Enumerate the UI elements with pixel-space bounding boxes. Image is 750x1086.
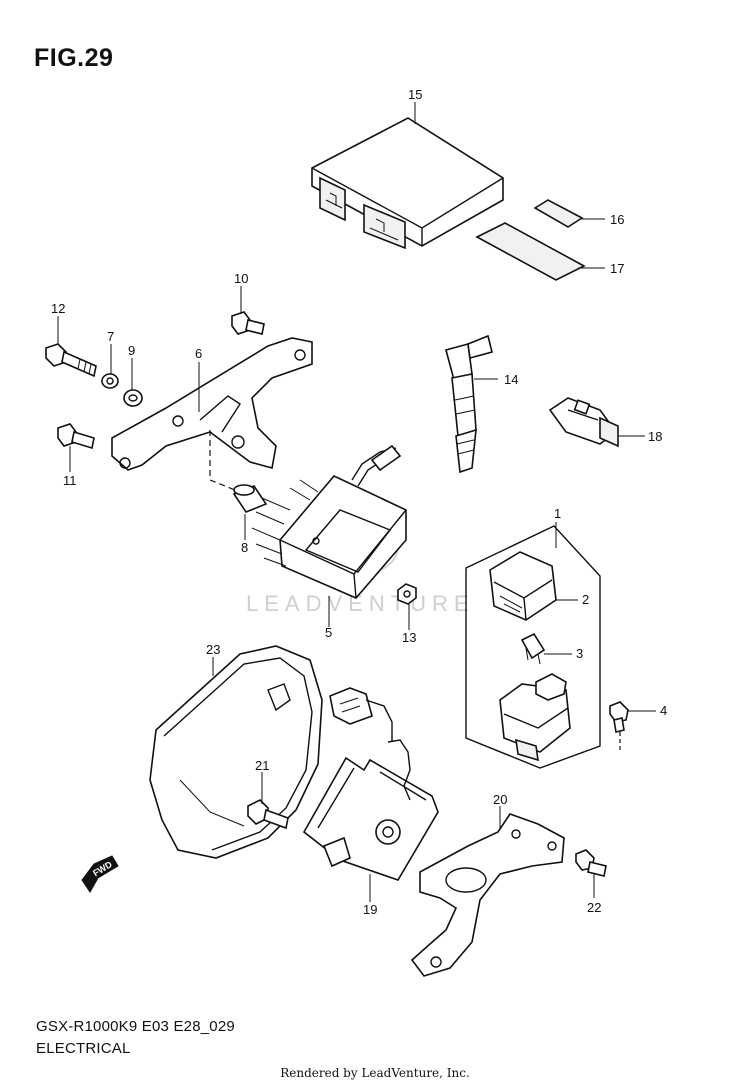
callout-17[interactable]: 17 <box>610 261 624 276</box>
watermark-text: LEADVENTURE <box>246 591 475 616</box>
section-name: ELECTRICAL <box>36 1040 131 1057</box>
pad-part-16[interactable] <box>533 199 584 228</box>
figure-title: FIG.29 <box>34 44 114 72</box>
callout-14[interactable]: 14 <box>504 372 518 387</box>
grommet-part-9[interactable] <box>123 389 143 407</box>
callout-2[interactable]: 2 <box>582 592 589 607</box>
callout-13[interactable]: 13 <box>402 630 416 645</box>
sensor-part-19[interactable] <box>302 687 439 881</box>
bracket-part-20[interactable] <box>410 813 565 977</box>
fuse-box-group-outline <box>465 525 601 769</box>
spacer-part-8[interactable] <box>232 484 268 513</box>
callout-16[interactable]: 16 <box>610 212 624 227</box>
fuse-box-base-part-1[interactable] <box>499 673 571 762</box>
bracket-part-6[interactable] <box>111 337 313 471</box>
pad-part-17[interactable] <box>475 222 586 281</box>
callout-12[interactable]: 12 <box>51 301 65 316</box>
forward-direction-arrow: FWD <box>81 855 119 893</box>
callout-6[interactable]: 6 <box>195 346 202 361</box>
fuse-box-cover-part-2[interactable] <box>489 551 557 621</box>
bolt-part-10[interactable] <box>231 311 265 335</box>
callout-3[interactable]: 3 <box>576 646 583 661</box>
callout-5[interactable]: 5 <box>325 625 332 640</box>
collar-part-7[interactable] <box>101 373 119 389</box>
callout-21[interactable]: 21 <box>255 758 269 773</box>
relay-part-18[interactable] <box>548 397 619 448</box>
ignition-coil-part-14[interactable] <box>445 334 493 474</box>
model-code: GSX-R1000K9 E03 E28_029 <box>36 1018 235 1035</box>
callout-8[interactable]: 8 <box>241 540 248 555</box>
callout-18[interactable]: 18 <box>648 429 662 444</box>
ecm-unit-part-15[interactable] <box>311 117 504 250</box>
regulator-part-5[interactable] <box>251 444 407 599</box>
leader-lines <box>57 102 656 902</box>
callout-11[interactable]: 11 <box>63 473 77 488</box>
callout-9[interactable]: 9 <box>128 343 135 358</box>
callout-23[interactable]: 23 <box>206 642 220 657</box>
callout-15[interactable]: 15 <box>408 87 422 102</box>
fuse-part-3[interactable] <box>520 632 546 665</box>
callout-numbers: 1 2 3 4 5 6 7 8 9 10 11 12 13 14 15 16 1… <box>51 87 667 917</box>
callout-1[interactable]: 1 <box>554 506 561 521</box>
callout-4[interactable]: 4 <box>660 703 667 718</box>
callout-19[interactable]: 19 <box>363 902 377 917</box>
cover-part-23[interactable] <box>149 645 323 859</box>
bolt-part-11[interactable] <box>57 423 95 450</box>
bolt-part-12[interactable] <box>45 343 97 378</box>
callout-22[interactable]: 22 <box>587 900 601 915</box>
bolt-part-22[interactable] <box>575 849 607 877</box>
bolt-part-21[interactable] <box>247 799 289 830</box>
callout-10[interactable]: 10 <box>234 271 248 286</box>
nut-part-13[interactable] <box>397 583 417 605</box>
callout-7[interactable]: 7 <box>107 329 114 344</box>
rendered-by-credit: Rendered by LeadVenture, Inc. <box>280 1066 470 1080</box>
callout-20[interactable]: 20 <box>493 792 507 807</box>
bolt-part-4[interactable] <box>609 701 629 733</box>
